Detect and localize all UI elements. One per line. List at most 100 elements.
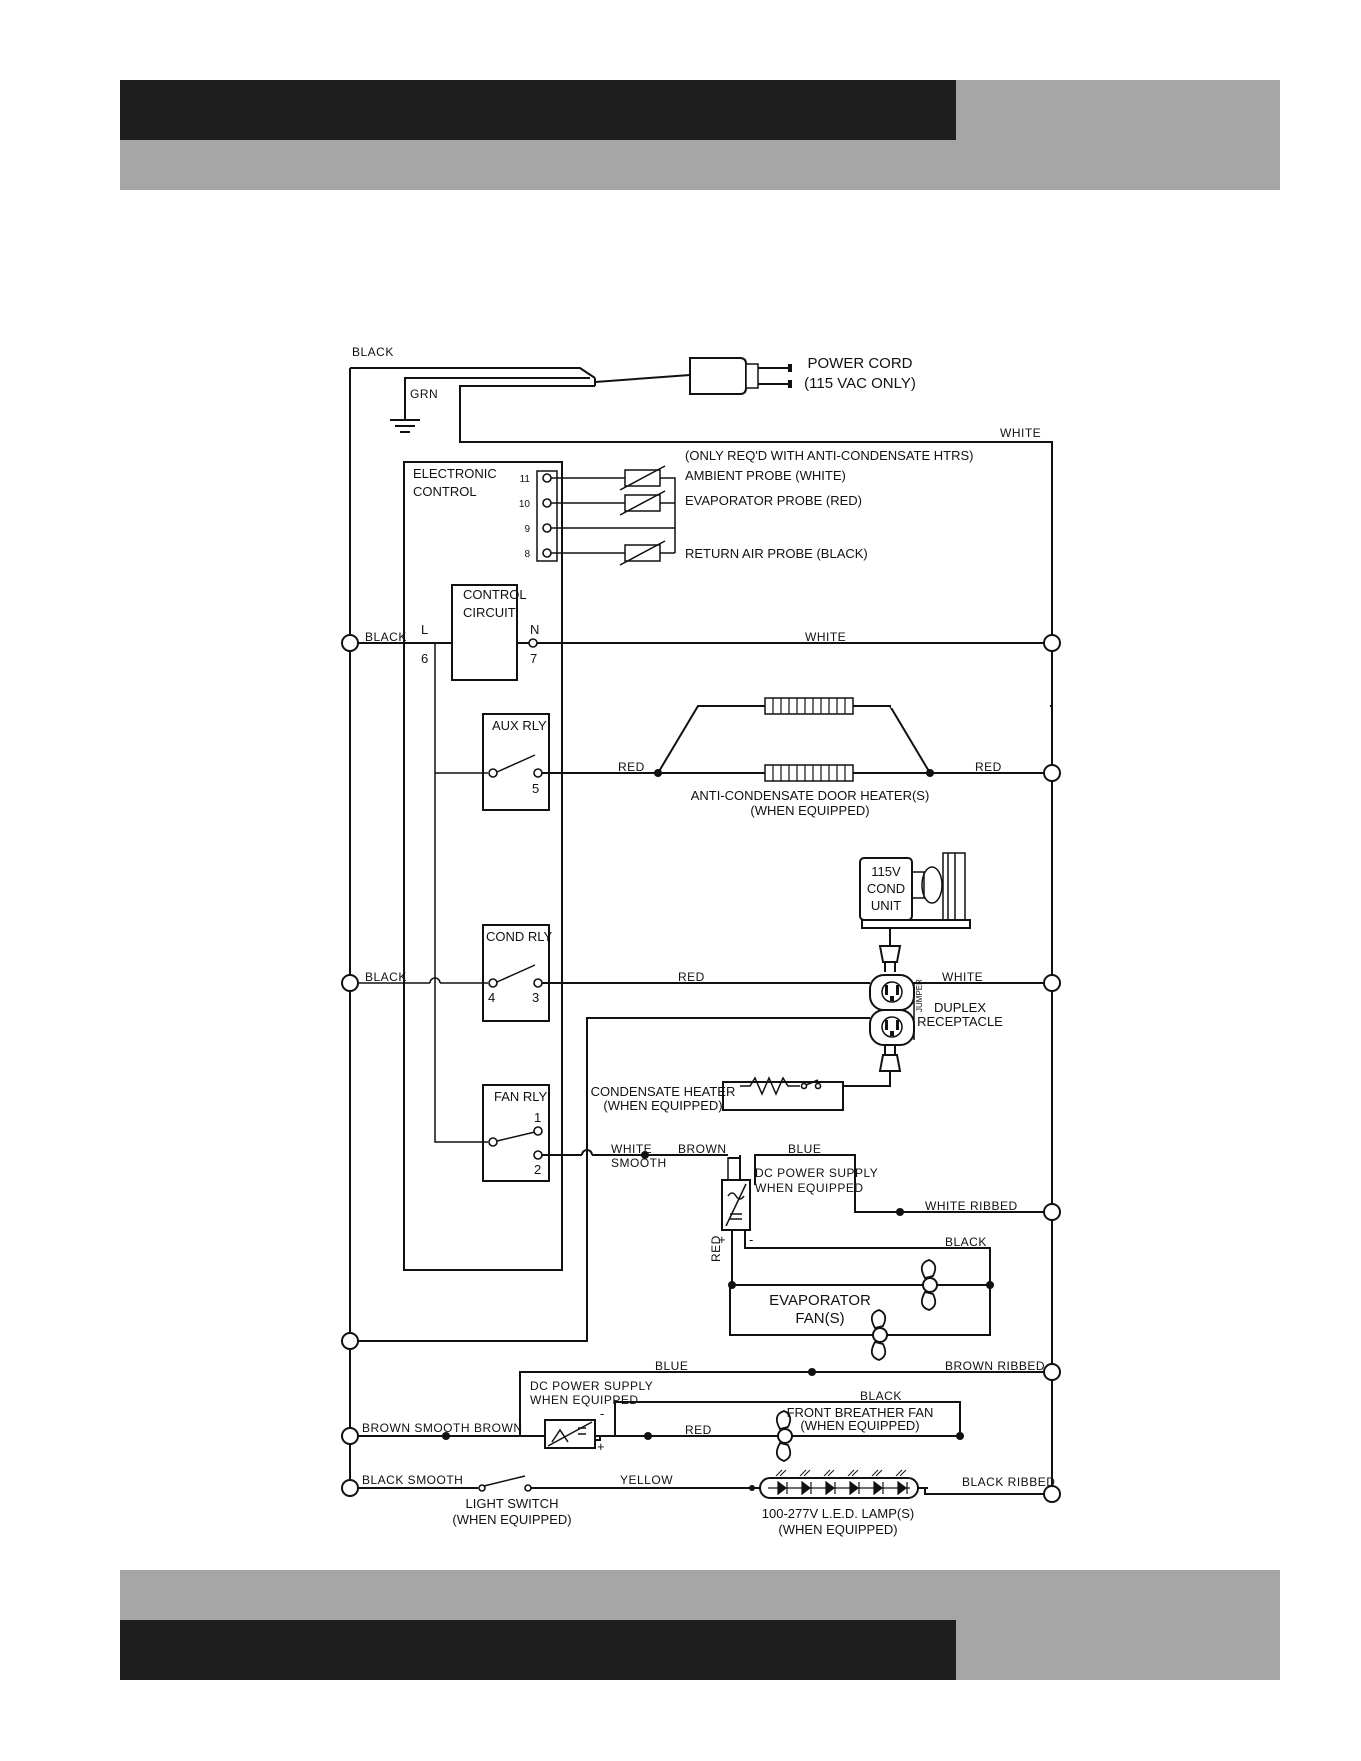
cond-rly-pin-4: 4 <box>488 990 495 1005</box>
wire-label-black-smooth: BLACK SMOOTH <box>362 1473 463 1487</box>
wire-label-red-cond: RED <box>678 970 705 984</box>
wire-label-red-aux: RED <box>618 760 645 774</box>
ambient-probe-label: AMBIENT PROBE (WHITE) <box>685 468 846 483</box>
footer-grey-bar <box>120 1570 1280 1620</box>
fan-rly-pin-1: 1 <box>534 1110 541 1125</box>
duplex-label-2: RECEPTACLE <box>917 1014 1003 1029</box>
condensate-heater-plug <box>844 1045 902 1087</box>
wire-label-brown-fan: BROWN <box>678 1142 727 1156</box>
wire-label-blue-lower: BLUE <box>655 1359 688 1373</box>
cond-unit-label-3: UNIT <box>871 898 901 913</box>
terminal-11: 11 <box>520 474 531 485</box>
dc-supply-1-label-1: DC POWER SUPPLY <box>755 1166 878 1180</box>
front-breather-fan: FRONT BREATHER FAN (WHEN EQUIPPED) <box>775 1405 934 1462</box>
electronic-control-box: ELECTRONIC CONTROL <box>403 461 563 1271</box>
control-circuit: CONTROL CIRCUIT L 6 N 7 <box>421 584 539 681</box>
evaporator-probe-label: EVAPORATOR PROBE (RED) <box>685 493 862 508</box>
control-circuit-label-1: CONTROL <box>463 587 527 602</box>
dc2-minus: - <box>600 1406 604 1421</box>
wire-label-red-front: RED <box>685 1423 712 1437</box>
terminal-10: 10 <box>519 499 531 510</box>
evap-fans-label-1: EVAPORATOR <box>769 1292 871 1309</box>
wire-label-blue-fan: BLUE <box>788 1142 821 1156</box>
cond-unit-label-2: COND <box>867 881 905 896</box>
wire-label-white-ribbed: WHITE RIBBED <box>925 1199 1018 1213</box>
terminal-8: 8 <box>524 549 530 560</box>
wire-label-white-smooth-2: SMOOTH <box>611 1156 667 1170</box>
terminal-n-num: 7 <box>530 651 537 666</box>
jumper-label: JUMPER <box>915 979 924 1012</box>
aux-relay: AUX RLY 5 <box>482 713 550 811</box>
light-switch-label-1: LIGHT SWITCH <box>466 1496 559 1511</box>
dc1-minus: - <box>749 1232 753 1247</box>
power-cord-label-1: POWER CORD <box>808 355 913 372</box>
wire-label-white-cond: WHITE <box>942 970 983 984</box>
power-cord-label-2: (115 VAC ONLY) <box>804 375 916 392</box>
condensing-unit: 115V COND UNIT <box>859 852 971 946</box>
led-lamp-label-2: (WHEN EQUIPPED) <box>778 1522 897 1537</box>
duplex-label-1: DUPLEX <box>934 1000 986 1015</box>
wire-label-white-n7: WHITE <box>805 630 846 644</box>
wire-label-brown-ribbed: BROWN RIBBED <box>945 1359 1045 1373</box>
wire-label-black-ribbed: BLACK RIBBED <box>962 1475 1055 1489</box>
cond-unit-plug <box>878 945 902 972</box>
footer-grey-tab <box>956 1620 1280 1680</box>
terminal-n: N <box>530 622 539 637</box>
evap-fans-label-2: FAN(S) <box>795 1310 844 1327</box>
fan-rly-label: FAN RLY <box>494 1089 548 1104</box>
power-cord: POWER CORD (115 VAC ONLY) <box>594 355 916 395</box>
wire-label-red-aux-right: RED <box>975 760 1002 774</box>
front-fan-label-2: (WHEN EQUIPPED) <box>800 1418 919 1433</box>
cond-rly-label: COND RLY <box>486 929 553 944</box>
anti-heater-label-2: (WHEN EQUIPPED) <box>750 803 869 818</box>
dc-supply-2-label-2: WHEN EQUIPPED <box>530 1393 639 1407</box>
wire-label-brown-smooth: BROWN SMOOTH <box>362 1421 470 1435</box>
led-lamp-label-1: 100-277V L.E.D. LAMP(S) <box>762 1506 914 1521</box>
wire-label-black-l6: BLACK <box>365 630 407 644</box>
front-fan-label-1: FRONT BREATHER FAN <box>787 1405 934 1420</box>
header-dark-bar <box>120 80 956 140</box>
evaporator-fans: BLACK EVAPORATOR FAN(S) <box>728 1230 994 1361</box>
wire-label-black-top: BLACK <box>352 345 394 359</box>
wire-label-black-front: BLACK <box>860 1389 902 1403</box>
probe-terminal-block: 11 10 9 8 (ONLY REQ'D WITH ANTI-CONDENSA… <box>519 448 974 566</box>
dc2-plus: + <box>597 1439 605 1454</box>
left-rail <box>349 367 596 1488</box>
wire-label-brown-front: BROWN <box>474 1421 523 1435</box>
wire-label-white-smooth-1: WHITE <box>611 1142 652 1156</box>
duplex-receptacle: JUMPER DUPLEX RECEPTACLE <box>869 974 1003 1046</box>
right-rail <box>459 385 1053 1488</box>
wire-label-grn: GRN <box>410 387 438 401</box>
ground-lead: GRN <box>390 377 590 433</box>
dc1-plus: + <box>718 1232 726 1247</box>
light-switch-label-2: (WHEN EQUIPPED) <box>452 1512 571 1527</box>
anti-heater-label-1: ANTI-CONDENSATE DOOR HEATER(S) <box>691 788 930 803</box>
terminal-l-num: 6 <box>421 651 428 666</box>
evap-fan-2 <box>860 1309 900 1361</box>
cond-rly-pin-3: 3 <box>532 990 539 1005</box>
cond-relay: COND RLY 4 3 <box>482 924 553 1022</box>
control-circuit-label-2: CIRCUIT <box>463 605 516 620</box>
header-grey-tab <box>956 80 1280 140</box>
condensate-heater-label-1: CONDENSATE HEATER <box>591 1084 736 1099</box>
condensate-heater: CONDENSATE HEATER (WHEN EQUIPPED) <box>591 1076 844 1113</box>
electronic-control-label-2: CONTROL <box>413 484 477 499</box>
aux-rly-label: AUX RLY <box>492 718 547 733</box>
light-switch: LIGHT SWITCH (WHEN EQUIPPED) <box>452 1475 572 1527</box>
terminal-l: L <box>421 622 428 637</box>
header-grey-bar <box>120 140 1280 190</box>
dc-supply-2-label-1: DC POWER SUPPLY <box>530 1379 653 1393</box>
fan-rly-pin-2: 2 <box>534 1162 541 1177</box>
footer-dark-bar <box>120 1620 956 1680</box>
fan-relay: FAN RLY 1 2 <box>482 1084 550 1182</box>
wire-label-red-vert: RED <box>709 1235 723 1262</box>
rail-terminals <box>341 634 1061 1503</box>
return-air-probe-label: RETURN AIR PROBE (BLACK) <box>685 546 868 561</box>
led-lamp: 100-277V L.E.D. LAMP(S) (WHEN EQUIPPED) <box>759 1469 919 1537</box>
electronic-control-label-1: ELECTRONIC <box>413 466 497 481</box>
condensate-heater-label-2: (WHEN EQUIPPED) <box>603 1098 722 1113</box>
cond-unit-label-1: 115V <box>871 864 901 879</box>
aux-rly-pin-5: 5 <box>532 781 539 796</box>
wire-label-black-evap: BLACK <box>945 1235 987 1249</box>
